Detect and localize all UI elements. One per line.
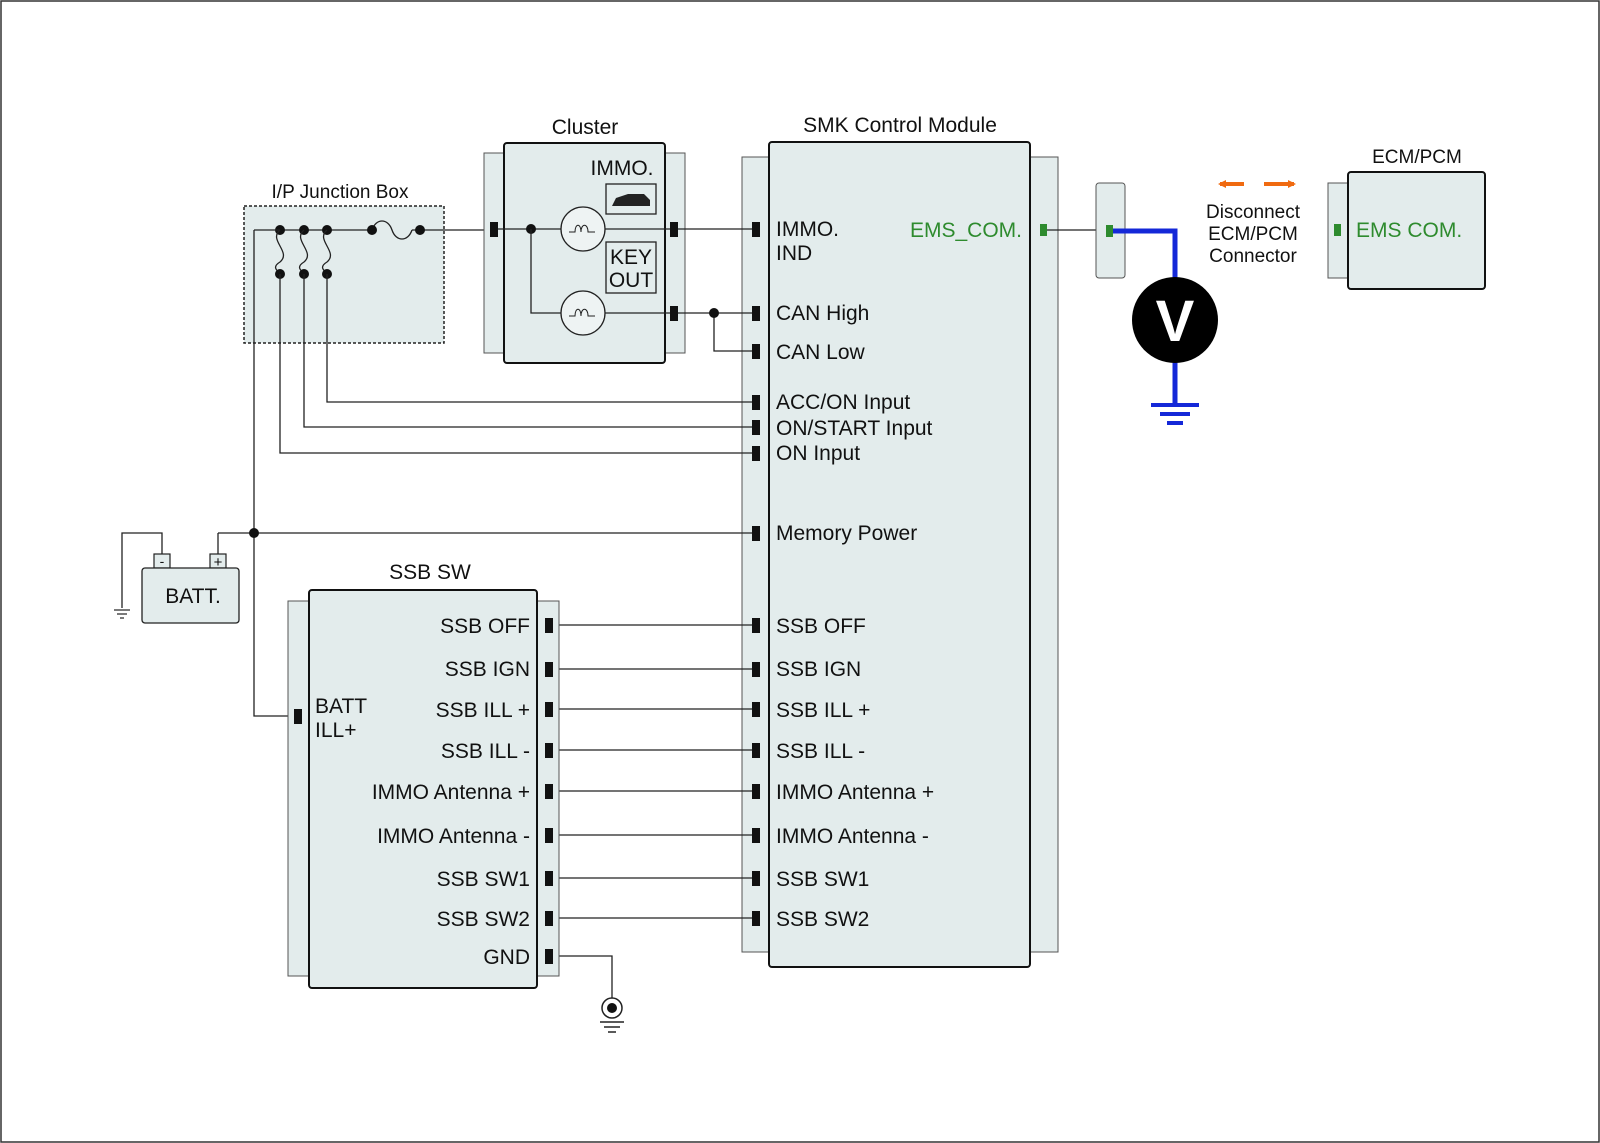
smk-immo-ind-label-2: IND [776,242,812,265]
battery: - + BATT. [141,553,240,624]
smk-ssb-pin-label: SSB ILL + [776,699,870,722]
ecm-title: ECM/PCM [1372,147,1462,168]
immo-lamp-icon [560,206,606,252]
smk-can-low-label: CAN Low [776,341,866,364]
voltmeter-probe [1113,228,1199,425]
smk-immo-ind-label-1: IMMO. [776,218,839,241]
voltmeter-icon: V [1132,277,1218,363]
ssb-pin-label: IMMO Antenna + [372,781,530,804]
smk-ssb-pin-label: IMMO Antenna - [776,825,929,848]
cluster-key-label-1: KEY [610,246,652,269]
smk-can-high-label: CAN High [776,302,869,325]
smk-memory-power-label: Memory Power [776,522,917,545]
ssb-title: SSB SW [389,561,471,584]
ip-junction-box-title: I/P Junction Box [272,182,409,203]
cluster-title: Cluster [552,116,619,139]
smk-ems-com-label: EMS_COM. [910,219,1022,242]
ssb-pin-label: SSB SW1 [437,868,530,891]
battery-ground-icon [114,609,130,619]
battery-neg-label: - [160,553,165,569]
smk-ssb-pin-label: SSB ILL - [776,740,865,763]
ssb-batt-label-2: ILL+ [315,719,356,742]
ecm-ems-com-label: EMS COM. [1356,219,1462,242]
ssb-pin-label: GND [483,946,530,969]
cluster-immo-label: IMMO. [591,157,654,180]
smk-pins [752,222,760,926]
ecm-pcm-module: ECM/PCM EMS COM. [1327,147,1486,290]
disconnect-note-line-2: ECM/PCM [1208,224,1298,245]
voltmeter-symbol: V [1156,289,1195,354]
ssb-pins [545,618,553,964]
ssb-pin-label: SSB SW2 [437,908,530,931]
harness-ems-pin [1106,225,1113,237]
smk-ssb-pin-label: SSB OFF [776,615,866,638]
ssb-pin-label: SSB OFF [440,615,530,638]
smk-acc-on-label: ACC/ON Input [776,391,910,414]
chassis-ground-icon [600,997,624,1033]
smk-ssb-pin-label: SSB SW2 [776,908,869,931]
disconnect-note-line-1: Disconnect [1206,202,1301,223]
disconnect-note-line-3: Connector [1209,246,1297,267]
smk-ssb-pin-label: SSB SW1 [776,868,869,891]
battery-label: BATT. [165,585,221,608]
wires [121,228,1106,1000]
smk-ssb-pin-label: IMMO Antenna + [776,781,934,804]
smk-on-start-label: ON/START Input [776,417,933,440]
smk-on-input-label: ON Input [776,442,860,465]
car-icon [605,183,657,215]
ssb-pin-label: SSB ILL + [436,699,530,722]
battery-pos-label: + [214,554,223,571]
key-out-lamp-icon [560,290,606,336]
smk-ems-pin [1040,224,1047,236]
smk-ssb-pin-label: SSB IGN [776,658,861,681]
ssb-batt-label-1: BATT [315,695,367,718]
ip-junction-box: I/P Junction Box [243,182,490,344]
ssb-pin-label: SSB IGN [445,658,530,681]
cluster-key-label-2: OUT [609,269,654,292]
ssb-pin-label: SSB ILL - [441,740,530,763]
cluster-module: Cluster IMMO. KEY OUT [483,116,686,364]
ssb-pin-label: IMMO Antenna - [377,825,530,848]
smk-title: SMK Control Module [803,114,997,137]
smk-control-module: SMK Control Module [741,114,1059,968]
